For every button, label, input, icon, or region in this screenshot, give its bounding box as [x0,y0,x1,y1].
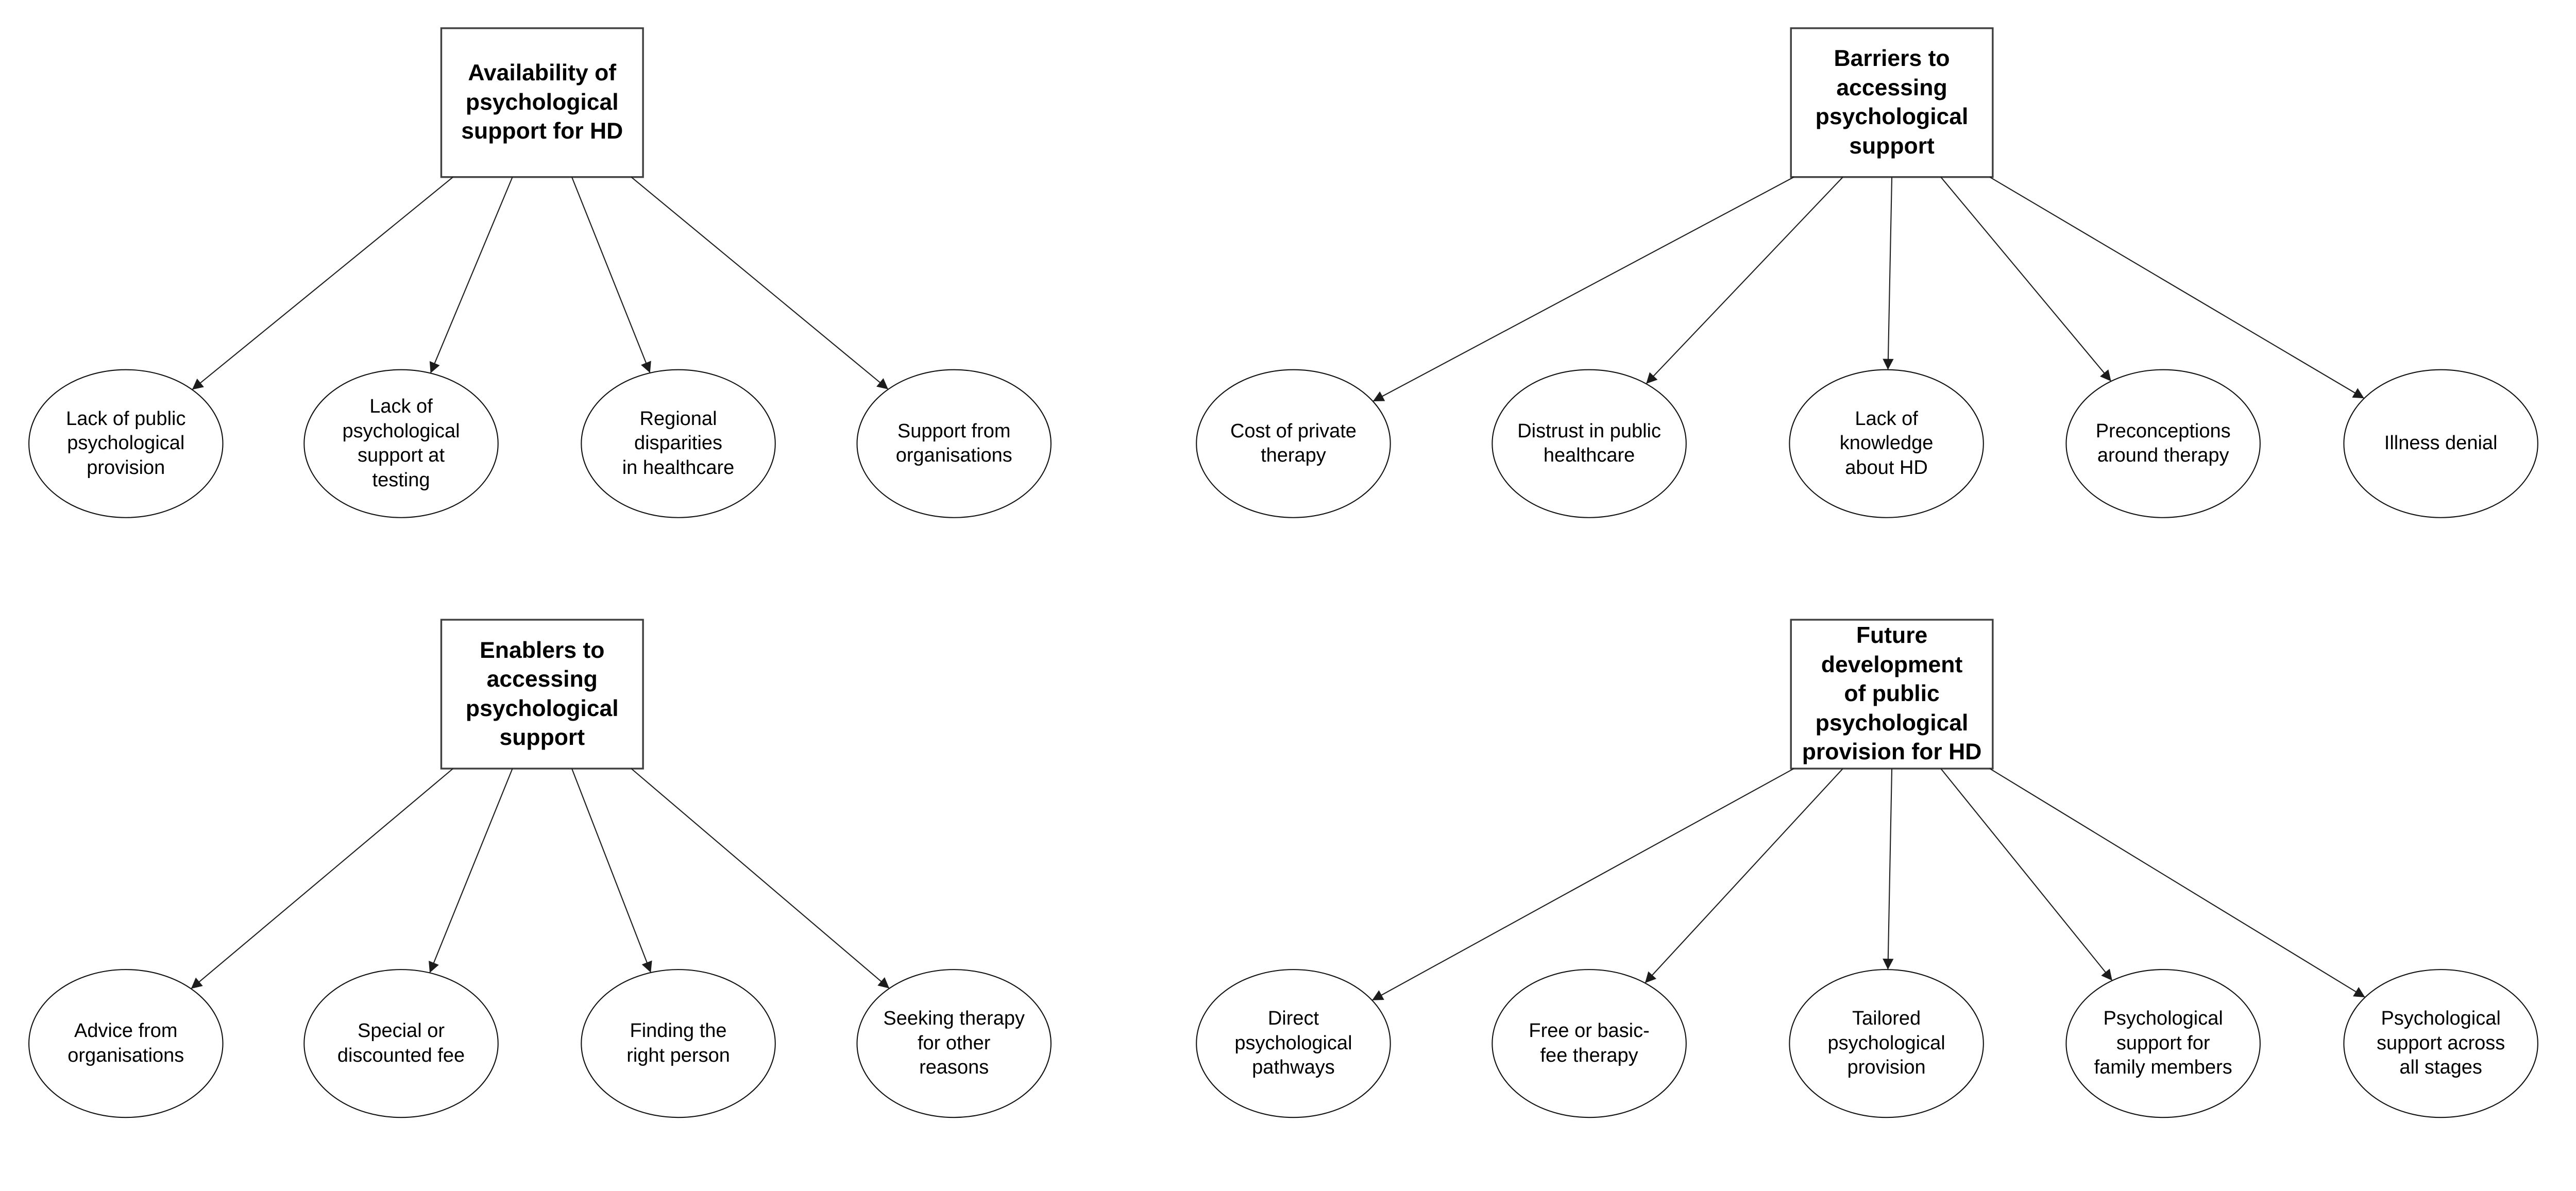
subtheme-ellipse-label: Regional disparities in healthcare [622,407,735,479]
subtheme-ellipse [581,369,776,518]
diagram-shapes-layer [28,27,2538,1118]
subtheme-ellipse-label: Psychological support across all stages [2377,1008,2505,1079]
subtheme-ellipse-label: Lack of psychological support at testing [342,396,460,491]
connector-line [1371,768,1794,1001]
subtheme-ellipse [1196,369,1391,518]
subtheme-ellipse [2343,969,2538,1118]
subtheme-ellipse-label: Cost of private therapy [1230,420,1357,467]
subtheme-ellipse-label: Illness denial [2384,432,2498,454]
connector-line [1883,177,1894,370]
subtheme-ellipse [856,369,1052,518]
subtheme-ellipse [1492,969,1687,1118]
subtheme-ellipse-label: Seeking therapy for other reasons [883,1008,1025,1079]
connector-line [631,768,890,989]
subtheme-ellipse-label: Tailored psychological provision [1827,1008,1945,1079]
theme-box-label: Future development of public psychologic… [1802,623,1982,765]
connector-line [571,768,652,973]
theme-box [1790,27,1994,178]
connector-lines-group [191,176,2366,1001]
subtheme-ellipse-label: Lack of public psychological provision [66,407,186,479]
subtheme-ellipse [28,369,224,518]
connector-line [571,177,651,373]
subtheme-ellipse-label: Support from organisations [895,420,1012,467]
subtheme-ellipse-label: Special or discounted fee [337,1020,465,1066]
subtheme-ellipse [2343,369,2538,518]
subtheme-ellipse [2065,969,2261,1118]
subtheme-ellipse [303,969,499,1118]
subtheme-ellipse [1492,369,1687,518]
connector-line [1989,176,2365,399]
node-shapes-group [28,27,2538,1118]
connector-line [1372,176,1794,402]
subtheme-ellipse [303,369,499,518]
connector-line [631,176,889,390]
subtheme-ellipse [581,969,776,1118]
connector-line [1645,768,1843,983]
subtheme-ellipse [28,969,224,1118]
connector-line [429,768,513,973]
subtheme-ellipse-label: Finding the right person [626,1020,730,1066]
theme-box-label: Availability of psychological support fo… [461,60,623,144]
connector-line [1646,177,1843,384]
subtheme-ellipse-label: Preconceptions around therapy [2095,420,2231,467]
theme-box [440,27,644,178]
subtheme-ellipse [856,969,1052,1118]
subtheme-ellipse [2065,369,2261,518]
subtheme-ellipse-label: Advice from organisations [67,1020,184,1066]
subtheme-ellipse-label: Psychological support for family members [2094,1008,2232,1079]
connector-line [1883,768,1894,970]
subtheme-ellipse [1196,969,1391,1118]
theme-box [440,619,644,770]
connector-line [192,176,453,390]
connector-line [191,768,453,990]
subtheme-ellipse-label: Free or basic- fee therapy [1529,1020,1650,1066]
theme-box-label: Barriers to accessing psychological supp… [1815,46,1969,159]
theme-box [1790,619,1994,770]
connector-line [429,177,513,373]
subtheme-ellipse-label: Lack of knowledge about HD [1839,407,1934,479]
connector-line [1940,177,2112,382]
connector-line [1989,768,2366,998]
thematic-map-canvas: Availability of psychological support fo… [28,27,2538,1118]
connector-line [1940,768,2113,981]
subtheme-ellipse-label: Direct psychological pathways [1234,1008,1352,1079]
node-labels-layer: Availability of psychological support fo… [66,46,2505,1079]
theme-box-label: Enablers to accessing psychological supp… [465,637,619,751]
subtheme-ellipse-label: Distrust in public healthcare [1517,420,1661,467]
